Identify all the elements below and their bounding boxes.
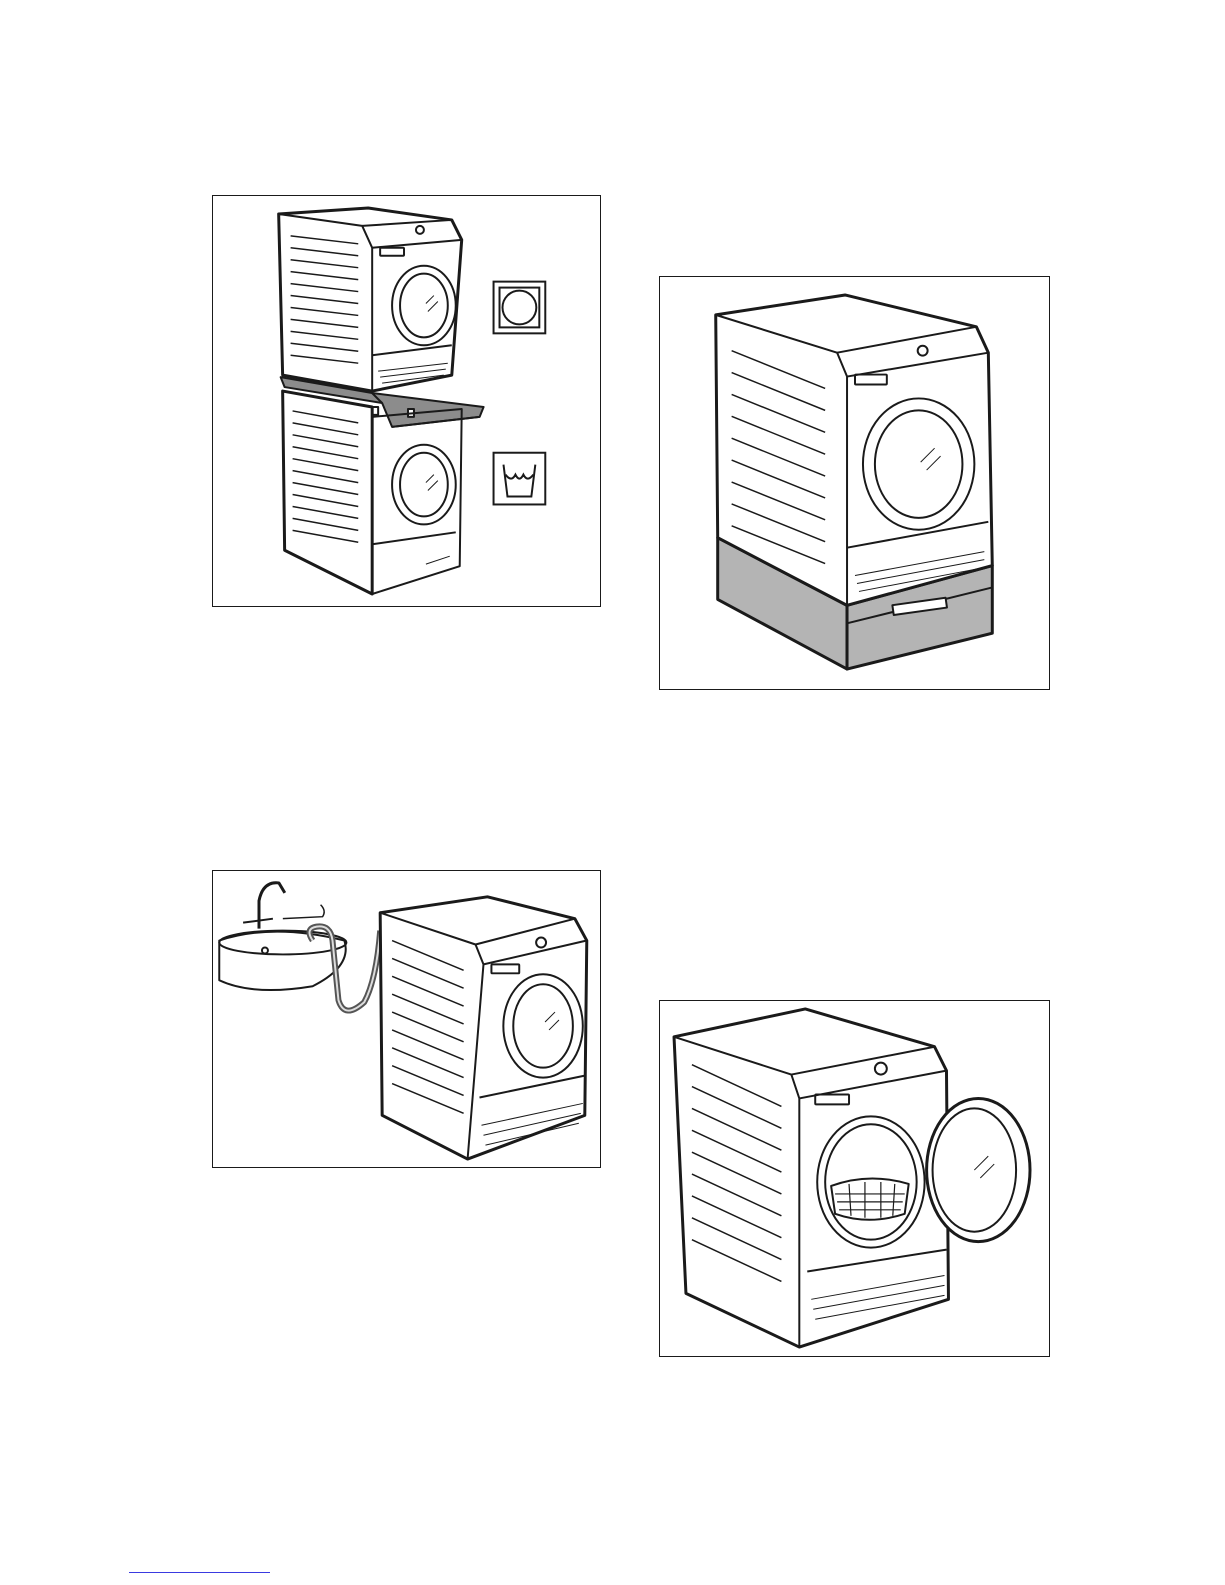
- stacking-kit-illustration: [213, 196, 600, 606]
- drain-hose-illustration: [213, 871, 600, 1167]
- tumble-dryer-symbol-icon: [494, 282, 546, 334]
- footer-link-underline[interactable]: [129, 1572, 270, 1573]
- sink: [219, 883, 346, 990]
- open-door: [927, 1098, 1030, 1241]
- figure-door-open-basket: [659, 1000, 1050, 1357]
- pedestal-illustration: [660, 277, 1049, 689]
- dryer-appliance: [380, 897, 587, 1159]
- figure-drain-hose-sink: [212, 870, 601, 1168]
- dryer-appliance: [716, 295, 993, 605]
- washing-machine-symbol-icon: [494, 453, 546, 505]
- figure-stacking-kit: [212, 195, 601, 607]
- dryer-appliance: [674, 1009, 948, 1347]
- door-open-illustration: [660, 1001, 1049, 1356]
- figure-pedestal-drawer: [659, 276, 1050, 690]
- dryer-appliance: [279, 208, 462, 391]
- drying-basket: [831, 1178, 909, 1219]
